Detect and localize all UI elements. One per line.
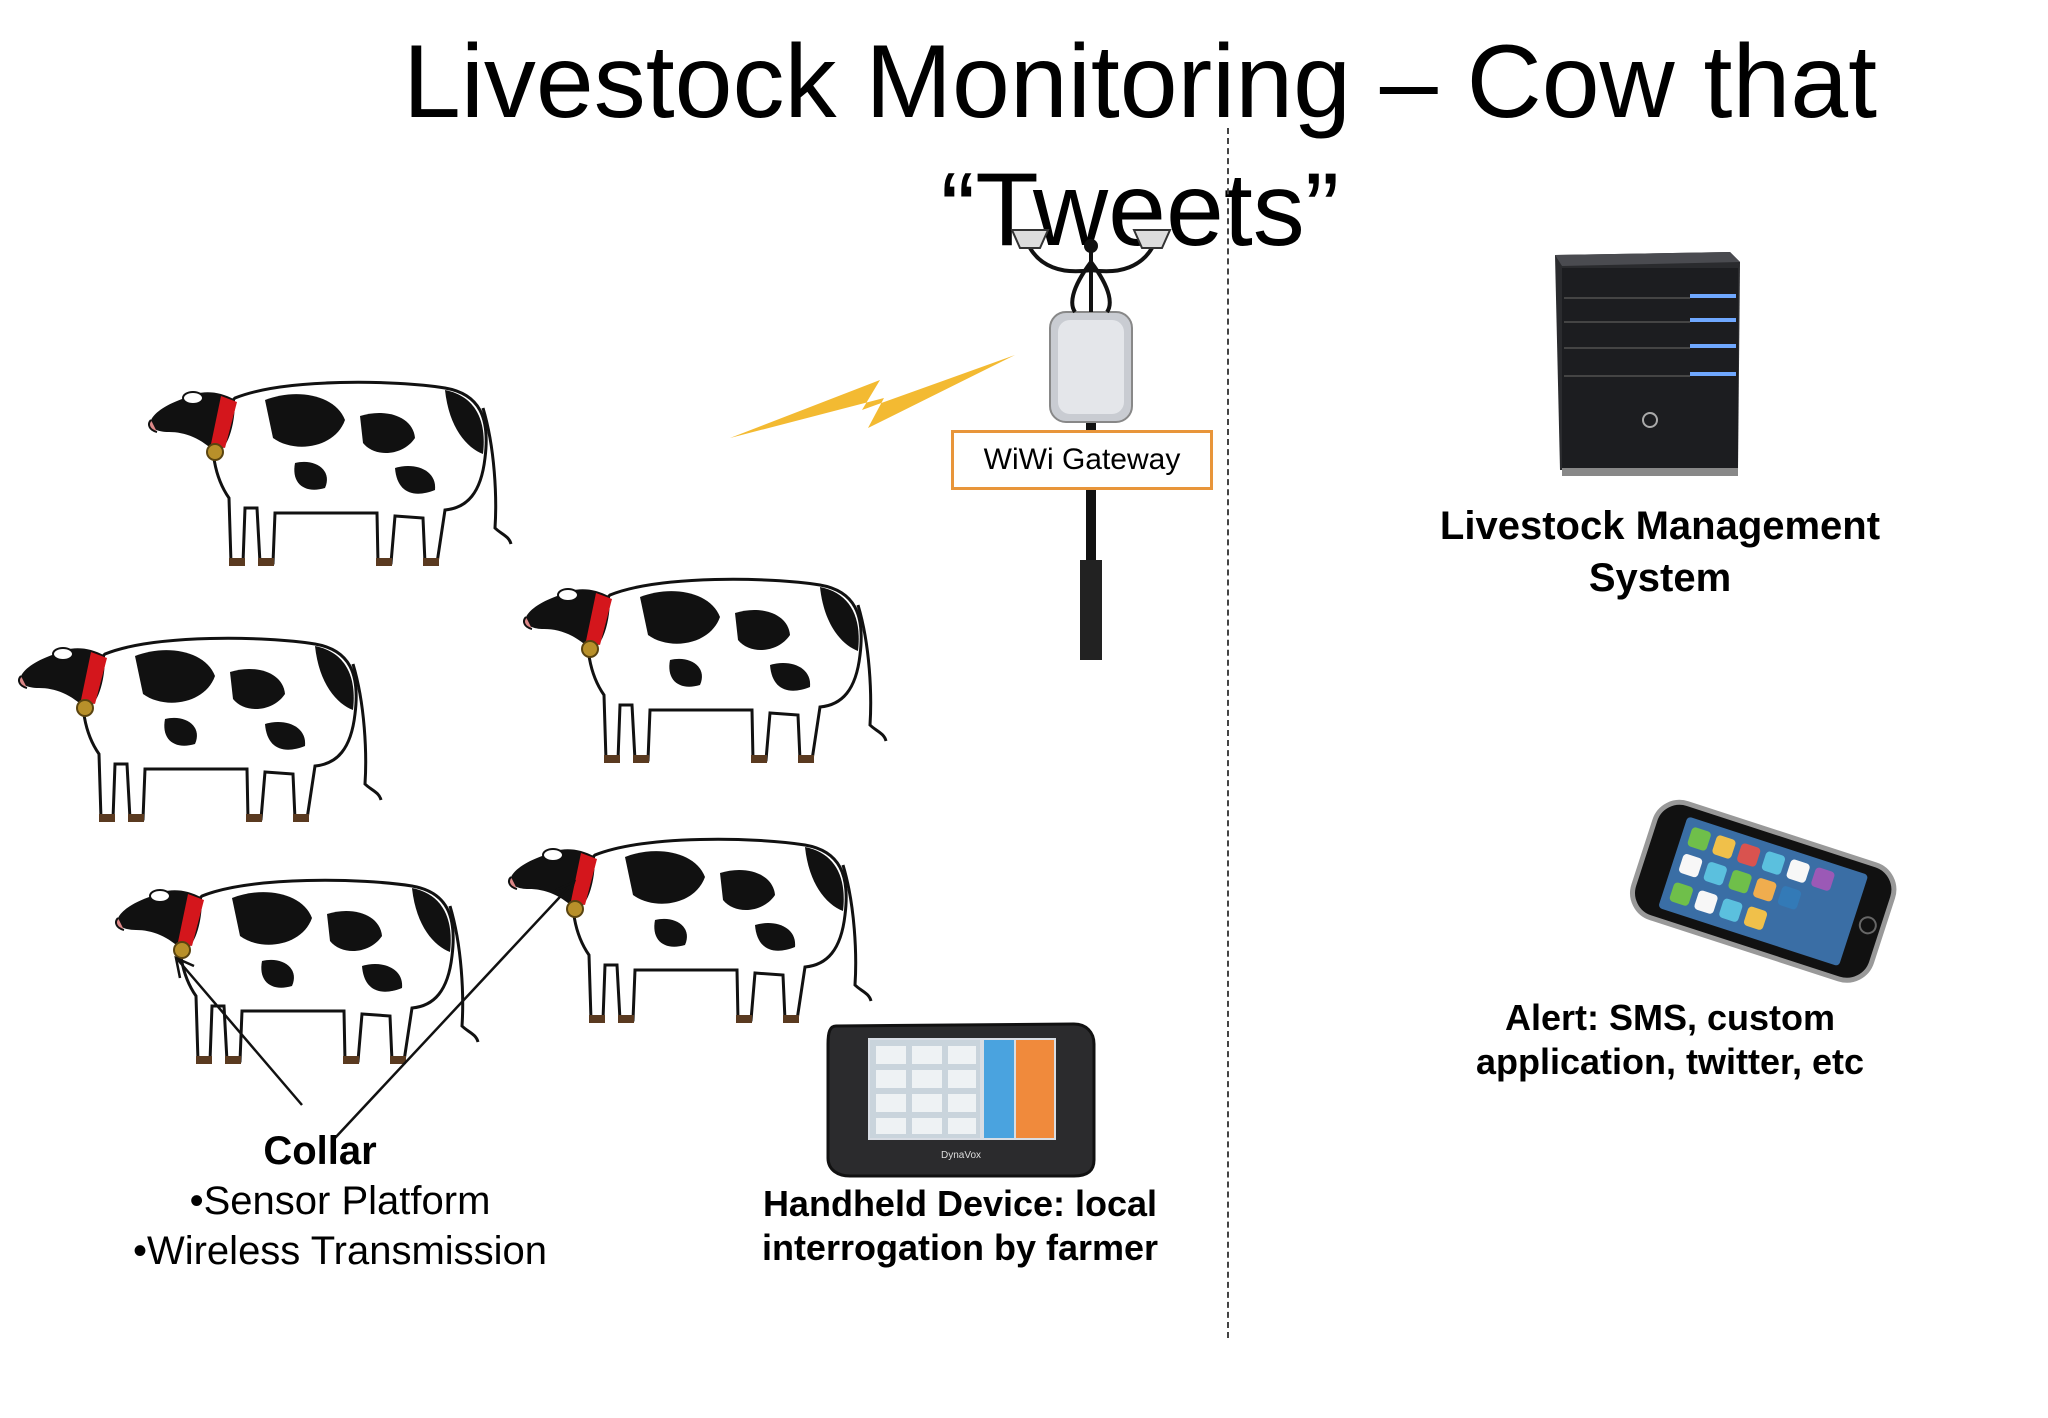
collar-pointer-arrows — [174, 879, 577, 1139]
handheld-brand: DynaVox — [941, 1150, 981, 1161]
smartphone-icon — [1630, 799, 1897, 983]
phone-label: Alert: SMS, custom application, twitter,… — [1475, 997, 1865, 1082]
section-divider — [1227, 128, 1229, 1338]
slide-title: Livestock Monitoring – Cow that “Tweets” — [402, 24, 1878, 268]
cow-icon — [522, 577, 888, 765]
collar-feature-item: Wireless Transmission — [80, 1226, 600, 1276]
gateway-antenna-icon — [1010, 229, 1172, 660]
collar-feature-list: Sensor Platform Wireless Transmission — [80, 1176, 600, 1276]
cow-icon — [147, 380, 513, 568]
cow-icon — [17, 636, 383, 824]
cow-icon — [114, 878, 480, 1066]
tablet-icon: DynaVox — [826, 1022, 1096, 1178]
handheld-label: Handheld Device: local interrogation by … — [761, 1183, 1159, 1268]
collar-feature-item: Sensor Platform — [80, 1176, 600, 1226]
collar-title: Collar — [263, 1129, 377, 1173]
server-label: Livestock Management System — [1439, 504, 1881, 600]
cow-icon — [507, 837, 873, 1025]
gateway-label: WiWi Gateway — [951, 430, 1213, 490]
lightning-icon — [730, 355, 1015, 438]
server-tower-icon — [1555, 252, 1740, 476]
